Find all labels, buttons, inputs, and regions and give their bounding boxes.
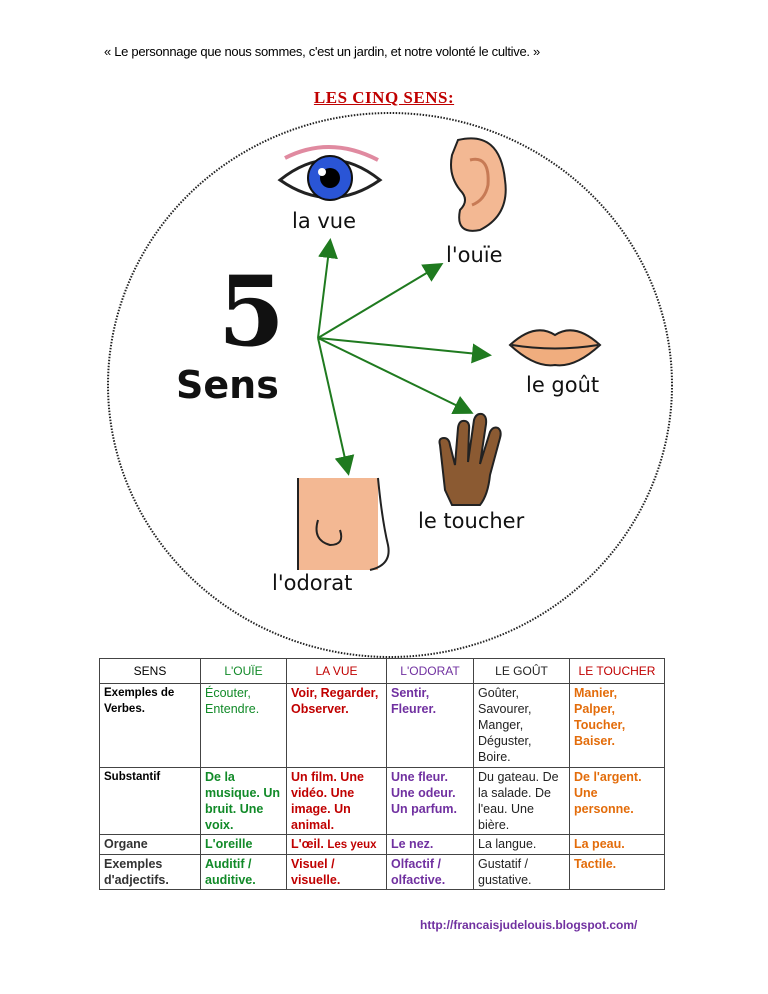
cell-adjectifs-ouie: Auditif / auditive.	[200, 854, 287, 890]
row-label-organe: Organe	[99, 834, 201, 855]
cell-adjectifs-toucher: Tactile.	[569, 854, 665, 890]
blog-link[interactable]: http://francaisjudelouis.blogspot.com/	[420, 918, 638, 932]
table-row-adjectifs: Exemples d'adjectifs. Auditif / auditive…	[99, 854, 665, 890]
label-toucher: le toucher	[418, 509, 525, 533]
row-label-substantif: Substantif	[99, 767, 201, 835]
header-ouie: L'OUÏE	[200, 658, 287, 684]
row-label-verbes: Exemples de Verbes.	[99, 683, 201, 768]
cell-organe-toucher: La peau.	[569, 834, 665, 855]
cell-substantif-odorat: Une fleur. Une odeur. Un parfum.	[386, 767, 474, 835]
cell-substantif-gout: Du gateau. De la salade. De l'eau. Une b…	[473, 767, 570, 835]
nose-icon	[297, 477, 390, 571]
table-header-row: SENS L'OUÏE LA VUE L'ODORAT LE GOÛT LE T…	[99, 658, 665, 684]
arrows	[317, 238, 492, 476]
cell-verbes-ouie: Écouter, Entendre.	[200, 683, 287, 768]
number-five: 5	[218, 255, 285, 368]
hand-icon	[438, 412, 502, 506]
cell-substantif-toucher: De l'argent. Une personne.	[569, 767, 665, 835]
table-row-organe: Organe L'oreille L'œil. Les yeux Le nez.…	[99, 834, 665, 855]
cell-organe-vue-main: L'œil.	[291, 837, 324, 851]
cell-organe-odorat: Le nez.	[386, 834, 474, 855]
lips-icon	[508, 329, 602, 367]
cell-verbes-gout: Goûter, Savourer, Manger, Déguster, Boir…	[473, 683, 570, 768]
cell-organe-vue-extra: Les yeux	[327, 839, 377, 851]
header-toucher: LE TOUCHER	[569, 658, 665, 684]
illustration-border	[107, 112, 673, 658]
header-odorat: L'ODORAT	[386, 658, 474, 684]
label-odorat: l'odorat	[272, 571, 352, 595]
label-gout: le goût	[526, 373, 599, 397]
cell-organe-vue: L'œil. Les yeux	[286, 834, 387, 855]
cell-adjectifs-odorat: Olfactif / olfactive.	[386, 854, 474, 890]
header-vue: LA VUE	[286, 658, 387, 684]
cell-organe-gout: La langue.	[473, 834, 570, 855]
cell-verbes-toucher: Manier, Palper, Toucher, Baiser.	[569, 683, 665, 768]
arrow-ouie	[317, 262, 444, 339]
cell-adjectifs-vue: Visuel / visuelle.	[286, 854, 387, 890]
cell-adjectifs-gout: Gustatif / gustative.	[473, 854, 570, 890]
senses-table: SENS L'OUÏE LA VUE L'ODORAT LE GOÛT LE T…	[99, 658, 665, 890]
label-ouie: l'ouïe	[446, 243, 503, 267]
table-row-verbes: Exemples de Verbes. Écouter, Entendre. V…	[99, 683, 665, 768]
header-sens: SENS	[99, 658, 201, 684]
arrow-vue	[317, 238, 338, 339]
cell-substantif-vue: Un film. Une vidéo. Une image. Un animal…	[286, 767, 387, 835]
cell-verbes-vue: Voir, Regarder, Observer.	[286, 683, 387, 768]
arrow-odorat	[317, 337, 355, 476]
page-title: LES CINQ SENS:	[313, 88, 455, 107]
ear-icon	[450, 137, 507, 232]
table-row-substantif: Substantif De la musique. Un bruit. Une …	[99, 767, 665, 835]
eye-icon	[277, 145, 383, 201]
label-vue: la vue	[292, 209, 356, 233]
quote: « Le personnage que nous sommes, c'est u…	[104, 44, 540, 59]
arrow-toucher	[317, 337, 474, 414]
header-gout: LE GOÛT	[473, 658, 570, 684]
cell-verbes-odorat: Sentir, Fleurer.	[386, 683, 474, 768]
sens-word: Sens	[176, 363, 279, 407]
row-label-adjectifs: Exemples d'adjectifs.	[99, 854, 201, 890]
arrow-gout	[317, 337, 492, 364]
cell-substantif-ouie: De la musique. Un bruit. Une voix.	[200, 767, 287, 835]
cell-organe-ouie: L'oreille	[200, 834, 287, 855]
